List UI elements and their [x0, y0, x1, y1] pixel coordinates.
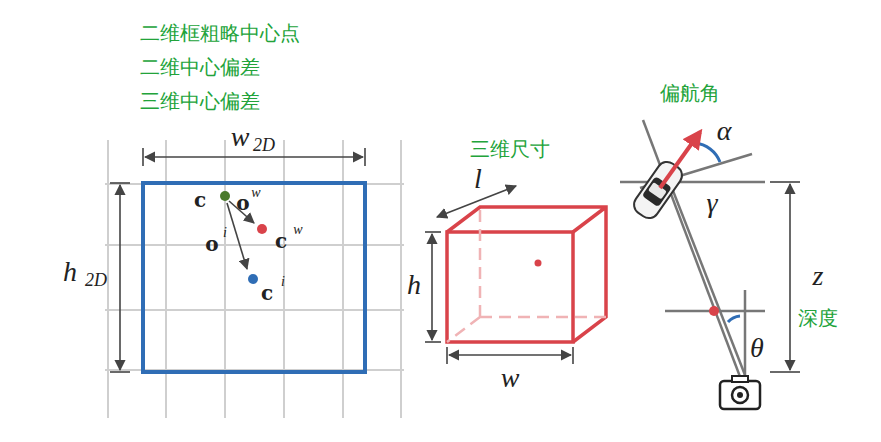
subscript: 2D: [85, 271, 107, 289]
dimension-symbol: w: [231, 123, 250, 151]
superscript: i: [223, 226, 227, 240]
superscript: w: [293, 223, 302, 237]
note-text: 二维中心偏差: [140, 57, 260, 77]
alpha-arc: [695, 143, 720, 162]
vector-symbol: o: [236, 193, 249, 213]
car-icon: [630, 158, 686, 222]
note-text: 二维框粗略中心点: [140, 23, 300, 43]
vector-symbol: c: [275, 231, 287, 251]
theta-arc: [728, 316, 740, 322]
vector-symbol: c: [194, 190, 206, 210]
dimension-symbol: h: [63, 258, 77, 286]
camera-icon: [720, 376, 760, 409]
grid: [105, 140, 404, 418]
dimension-symbol: h: [407, 271, 421, 299]
vector-symbol: c: [261, 283, 273, 303]
dimension-symbol: w: [501, 364, 520, 392]
vector-symbol: o: [205, 234, 218, 254]
dimension-lines: [110, 148, 365, 372]
angle-symbol: γ: [706, 189, 717, 217]
angle-symbol: θ: [750, 334, 764, 362]
depth-dimension: [770, 182, 800, 372]
scene-lines: [620, 120, 765, 382]
superscript: i: [281, 275, 285, 289]
dimension-symbol: z: [813, 262, 824, 290]
center-2d-dot: [248, 274, 258, 284]
heading-arrow: [660, 132, 700, 188]
dimension-symbol: l: [474, 165, 482, 193]
note-text: 三维中心偏差: [140, 91, 260, 111]
cube-center: [535, 260, 542, 267]
heading-text: 三维尺寸: [470, 139, 550, 159]
superscript: w: [251, 186, 260, 200]
cube-3d: [447, 207, 606, 342]
rough-center-dot: [220, 191, 230, 201]
heading-text: 深度: [798, 308, 838, 328]
angle-symbol: α: [717, 117, 732, 145]
subscript: 2D: [253, 136, 275, 154]
cube-dimensions: [425, 186, 573, 364]
object-point: [709, 306, 719, 316]
center-3d-dot: [257, 224, 267, 234]
bbox-2d: [143, 183, 365, 372]
heading-text: 偏航角: [660, 83, 720, 103]
